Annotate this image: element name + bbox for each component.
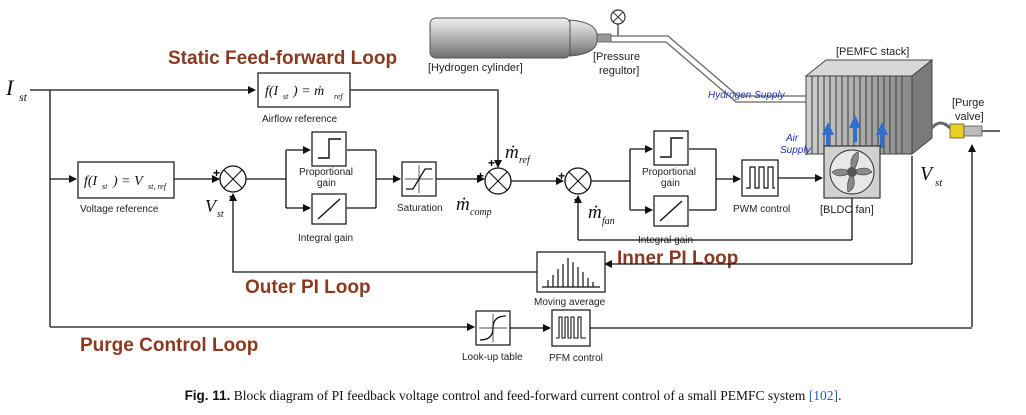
lookup-curve-icon <box>479 314 507 342</box>
proportional-gain-label-1b: gain <box>317 178 336 189</box>
voltage-reference-block <box>77 161 175 199</box>
pemfc-stack-icon <box>804 58 934 156</box>
air-supply-label-b: Supply <box>780 145 812 156</box>
hydrogen-supply-label: Hydrogen Supply <box>708 90 786 101</box>
airflow-function: f(I st ) = ṁ ref <box>265 84 344 101</box>
svg-text:st: st <box>935 177 943 189</box>
purge-valve-icon <box>930 121 1000 139</box>
pemfc-stack-label: [PEMFC stack] <box>836 46 909 58</box>
vst-label-1: V st <box>205 196 224 220</box>
airflow-reference-label: Airflow reference <box>262 114 337 125</box>
svg-text:comp: comp <box>470 207 492 218</box>
airflow-reference-block <box>257 72 351 108</box>
m-ref-label: ṁ ref <box>505 142 531 166</box>
svg-text:f(I: f(I <box>265 84 280 99</box>
hydrogen-pipe <box>611 35 806 103</box>
step-icon <box>660 137 683 158</box>
caption-end: . <box>838 388 842 403</box>
bldc-fan-icon <box>823 145 881 199</box>
voltage-reference-label: Voltage reference <box>80 204 159 215</box>
ist-input-label: I st <box>5 75 28 104</box>
proportional-gain-label-1a: Proportional <box>299 167 353 178</box>
svg-text:f(I: f(I <box>84 174 99 189</box>
svg-text:V: V <box>205 196 218 216</box>
pwm-control-label: PWM control <box>733 204 790 215</box>
svg-text:st: st <box>19 90 28 104</box>
figure-caption: Fig. 11. Block diagram of PI feedback vo… <box>0 388 1026 404</box>
purge-control-loop-title: Purge Control Loop <box>80 335 258 356</box>
ramp-icon <box>317 198 341 220</box>
svg-text:st: st <box>102 182 108 191</box>
svg-text:st: st <box>217 209 224 220</box>
svg-text:) = V: ) = V <box>112 174 144 189</box>
purge-valve-label-b: valve] <box>955 111 984 123</box>
bldc-fan-label: [BLDC fan] <box>820 204 874 216</box>
svg-text:ref: ref <box>519 155 531 166</box>
airflow-ref-line <box>350 89 502 168</box>
pressure-regulator-icon <box>610 9 626 36</box>
saturation-label: Saturation <box>397 203 443 214</box>
svg-text:+: + <box>477 169 484 183</box>
pwm-control-block <box>741 159 779 197</box>
svg-text:+: + <box>488 156 495 170</box>
proportional-gain-label-2b: gain <box>661 178 680 189</box>
outer-feedback-line <box>229 193 537 273</box>
caption-text: Block diagram of PI feedback voltage con… <box>230 388 809 403</box>
lookup-table-label: Look-up table <box>462 352 523 363</box>
inner-pi-loop-title: Inner PI Loop <box>617 248 738 269</box>
ramp-icon <box>659 200 683 222</box>
svg-text:st, ref: st, ref <box>148 182 168 191</box>
moving-average-label: Moving average <box>534 297 606 308</box>
outer-pi-loop-title: Outer PI Loop <box>245 277 371 298</box>
moving-average-icon <box>542 258 600 288</box>
voltage-function: f(I st ) = V st, ref <box>84 174 168 191</box>
hydrogen-cylinder-label: [Hydrogen cylinder] <box>428 62 523 74</box>
proportional-gain-label-2a: Proportional <box>642 167 696 178</box>
svg-text:ref: ref <box>334 92 344 101</box>
pressure-regulator-label-b: regultor] <box>599 65 639 77</box>
block-diagram: Static Feed-forward Loop Outer PI Loop I… <box>5 9 1000 364</box>
air-supply-label-a: Air <box>785 133 799 144</box>
outer-pi-lines <box>246 146 401 212</box>
summing-junction-1: + - <box>213 165 247 203</box>
ist-signal-lines <box>30 86 475 331</box>
svg-text:ṁ: ṁ <box>588 202 602 223</box>
svg-text:st: st <box>283 92 289 101</box>
svg-text:fan: fan <box>602 216 615 227</box>
m-comp-label: ṁ comp <box>456 194 492 218</box>
svg-text:+: + <box>558 169 565 183</box>
pulse-icon <box>746 166 775 189</box>
pfm-control-label: PFM control <box>549 353 603 364</box>
summing-junction-3: + - <box>558 167 592 206</box>
caption-label: Fig. 11. <box>184 388 231 403</box>
step-icon <box>318 138 341 159</box>
summing-junction-2: + + <box>477 156 512 195</box>
air-flow-arrows-icon <box>822 115 888 148</box>
svg-text:V: V <box>920 163 935 185</box>
moving-average-block <box>536 251 606 293</box>
vst-feedback-lines <box>574 144 976 327</box>
m-fan-label: ṁ fan <box>588 202 615 227</box>
purge-valve-label-a: [Purge <box>952 97 984 109</box>
integral-gain-label-1: Integral gain <box>298 233 353 244</box>
svg-text:) = ṁ: ) = ṁ <box>292 84 324 99</box>
vst-output-label: V st <box>920 163 943 189</box>
pulse-icon <box>556 316 586 339</box>
svg-text:I: I <box>5 75 15 100</box>
hydrogen-cylinder-icon <box>429 17 612 59</box>
svg-text:+: + <box>213 166 220 180</box>
static-feedforward-loop-title: Static Feed-forward Loop <box>168 48 397 69</box>
svg-text:ṁ: ṁ <box>505 142 519 163</box>
saturation-icon <box>405 165 433 193</box>
pressure-regulator-label-a: [Pressure <box>593 51 640 63</box>
inner-pi-lines <box>591 145 741 214</box>
svg-text:ṁ: ṁ <box>456 194 470 215</box>
caption-reference-link[interactable]: [102] <box>808 388 839 403</box>
